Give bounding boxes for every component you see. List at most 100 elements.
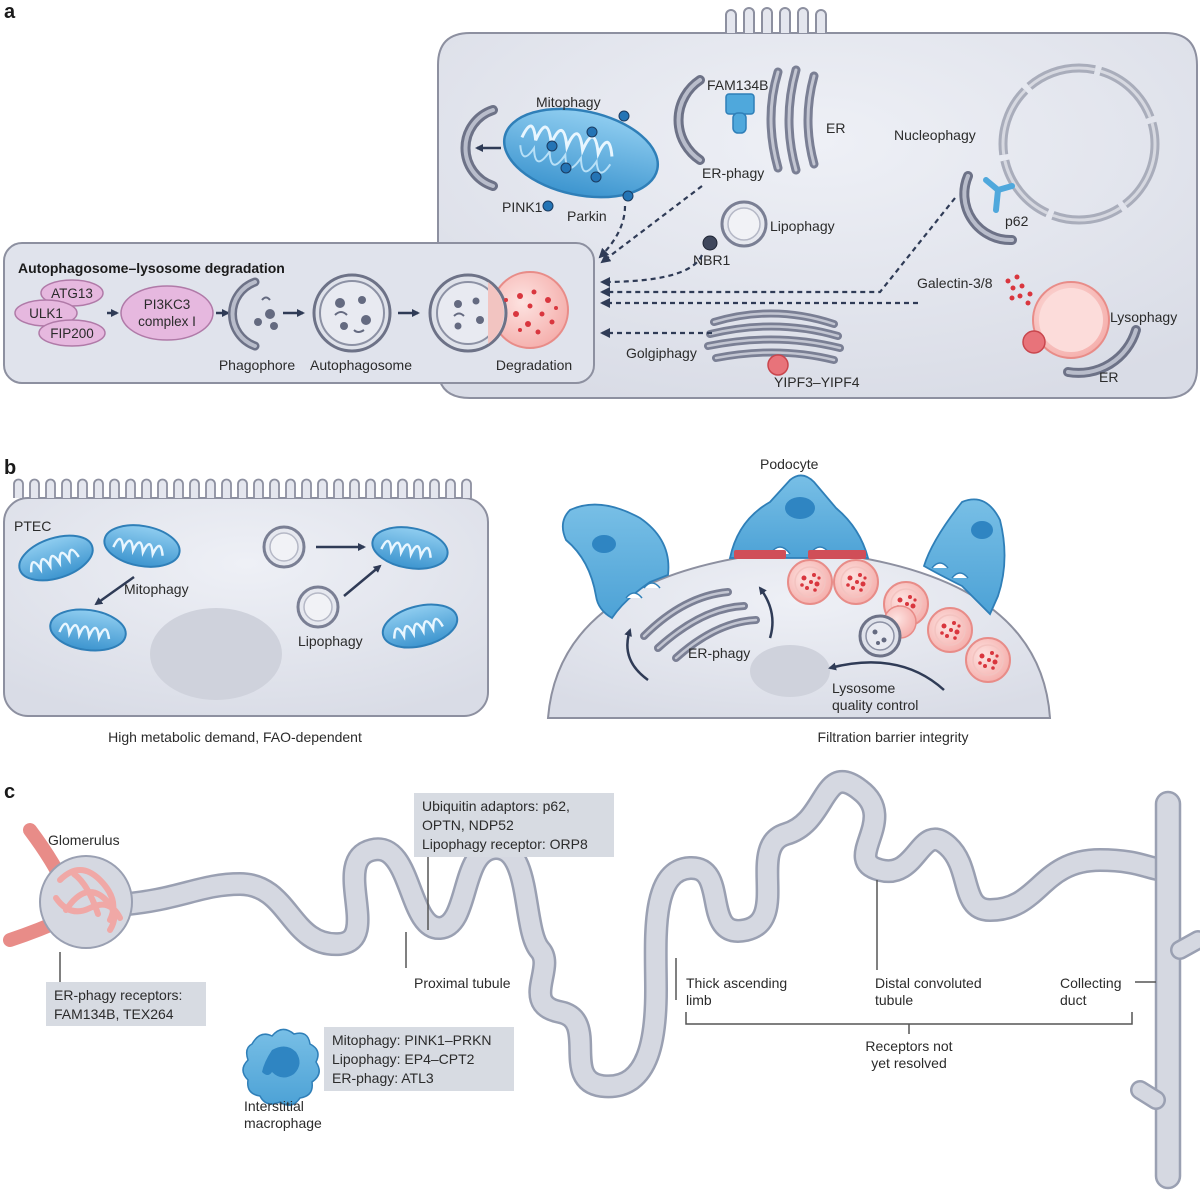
label-lqc-line2: quality control xyxy=(832,697,918,713)
collecting-duct xyxy=(1130,790,1200,1190)
capillary-er xyxy=(640,588,760,662)
galectin-dots xyxy=(1005,274,1033,306)
receptors-bracket xyxy=(685,1012,1133,1034)
pi3kc3-complex: PI3KC3 complex I xyxy=(120,285,214,341)
label-pink1: PINK1 xyxy=(502,199,543,215)
glomerulus xyxy=(3,823,133,949)
nucleophagy-phagophore xyxy=(959,171,1017,246)
nbr1-dot xyxy=(702,235,718,251)
panel-label-b: b xyxy=(4,457,16,479)
label-nucleophagy: Nucleophagy xyxy=(894,127,976,143)
er-phagy-curve-arrow-2 xyxy=(758,586,774,639)
fam134b-receptor xyxy=(725,93,755,134)
stage-phagophore: Phagophore xyxy=(219,357,296,373)
panel-label-a: a xyxy=(4,1,16,23)
ub-box-line1: Ubiquitin adaptors: p62, xyxy=(422,798,570,814)
pill-fip200: FIP200 xyxy=(50,326,94,341)
label-ptec-mitophagy: Mitophagy xyxy=(124,581,189,597)
ubiquitin-box: Ubiquitin adaptors: p62, OPTN, NDP52 Lip… xyxy=(414,793,614,857)
label-ptec-lipophagy: Lipophagy xyxy=(298,633,363,649)
label-lysophagy: Lysophagy xyxy=(1110,309,1177,325)
stage-autophagosome: Autophagosome xyxy=(310,357,412,373)
ub-box-line3: Lipophagy receptor: ORP8 xyxy=(422,836,588,852)
ptec-lipid-2 xyxy=(296,585,340,629)
label-glomerulus: Glomerulus xyxy=(48,832,120,848)
lysosome-lysophagy xyxy=(1022,281,1110,359)
er-box-line2: FAM134B, TEX264 xyxy=(54,1006,174,1022)
dashed-arrows xyxy=(598,185,956,338)
ptec-mitophagy-arrow xyxy=(94,575,135,606)
lipid-droplet xyxy=(720,200,768,248)
label-distal-line2: tubule xyxy=(875,992,913,1008)
label-distal-line1: Distal convoluted xyxy=(875,975,982,991)
ub-box-line2: OPTN, NDP52 xyxy=(422,817,514,833)
mitochondrion-mitophagy xyxy=(502,107,660,199)
yipf-dot xyxy=(767,354,789,376)
label-thick-line2: limb xyxy=(686,992,712,1008)
autolysosome xyxy=(428,271,569,353)
lysosome-qc-arrow xyxy=(828,661,945,691)
er-phagy-phagophore xyxy=(673,75,705,165)
panel-label-c: c xyxy=(4,781,15,803)
nephron-tubule xyxy=(106,770,1178,1099)
label-mac-line2: macrophage xyxy=(244,1115,322,1131)
nucleus xyxy=(998,63,1160,225)
capillary-lyso-1 xyxy=(787,559,833,605)
label-mac-line1: Interstitial xyxy=(244,1098,304,1114)
label-nbr1: NBR1 xyxy=(693,252,731,268)
autophagosome xyxy=(312,273,392,353)
pill-atg13: ATG13 xyxy=(51,286,93,301)
degradation-box-title: Autophagosome–lysosome degradation xyxy=(18,260,285,276)
label-collecting-line1: Collecting xyxy=(1060,975,1121,991)
pill-ulk1: ULK1 xyxy=(29,306,63,321)
label-er-2: ER xyxy=(1099,369,1118,385)
er-receptor-box: ER-phagy receptors: FAM134B, TEX264 xyxy=(46,982,206,1026)
ptec-cell xyxy=(3,478,489,717)
label-fam134b: FAM134B xyxy=(707,77,768,93)
capillary-autolysosome xyxy=(858,605,917,658)
pi3kc3-line1: PI3KC3 xyxy=(144,297,191,312)
label-ptec: PTEC xyxy=(14,518,51,534)
podocyte-left xyxy=(561,503,670,620)
podocyte-center xyxy=(728,474,870,559)
lysophagy-er xyxy=(1063,325,1141,378)
label-lipophagy: Lipophagy xyxy=(770,218,835,234)
label-er: ER xyxy=(826,120,845,136)
macrophage-box: Mitophagy: PINK1–PRKN Lipophagy: EP4–CPT… xyxy=(324,1027,514,1091)
ptec-lipid-1 xyxy=(262,525,306,569)
label-galectin: Galectin-3/8 xyxy=(917,275,993,291)
golgi xyxy=(704,309,844,364)
pi3kc3-line2: complex I xyxy=(138,314,196,329)
label-yipf: YIPF3–YIPF4 xyxy=(774,374,860,390)
initiation-complex: ATG13 ULK1 FIP200 xyxy=(14,279,106,347)
er-stacks xyxy=(766,65,819,175)
label-thick-line1: Thick ascending xyxy=(686,975,787,991)
macrophage xyxy=(242,1028,320,1106)
stage-degradation: Degradation xyxy=(496,357,572,373)
capillary-lyso-4 xyxy=(927,607,973,653)
mito-phagophore xyxy=(460,105,498,191)
label-collecting-line2: duct xyxy=(1060,992,1087,1008)
label-mitophagy: Mitophagy xyxy=(536,94,601,110)
label-lqc-line1: Lysosome xyxy=(832,680,896,696)
podocyte-right xyxy=(922,498,1006,616)
capillary-lyso-2 xyxy=(833,559,879,605)
mac-box-line3: ER-phagy: ATL3 xyxy=(332,1070,434,1086)
label-proximal: Proximal tubule xyxy=(414,975,511,991)
ptec-lipid-arrow-2 xyxy=(343,564,382,597)
label-podocyte: Podocyte xyxy=(760,456,819,472)
parkin-dots xyxy=(542,110,634,212)
mac-box-line2: Lipophagy: EP4–CPT2 xyxy=(332,1051,475,1067)
capillary-lyso-5 xyxy=(965,637,1011,683)
er-phagy-curve-arrow-1 xyxy=(624,628,649,682)
label-parkin: Parkin xyxy=(567,208,607,224)
label-receptors-line2: yet resolved xyxy=(871,1055,946,1071)
caption-podocyte: Filtration barrier integrity xyxy=(818,729,969,745)
label-er-phagy: ER-phagy xyxy=(702,165,764,181)
label-capillary-er-phagy: ER-phagy xyxy=(688,645,750,661)
label-p62: p62 xyxy=(1005,213,1029,229)
p62-receptor xyxy=(983,177,1015,213)
phagophore xyxy=(227,277,278,351)
label-receptors-line1: Receptors not xyxy=(865,1038,952,1054)
